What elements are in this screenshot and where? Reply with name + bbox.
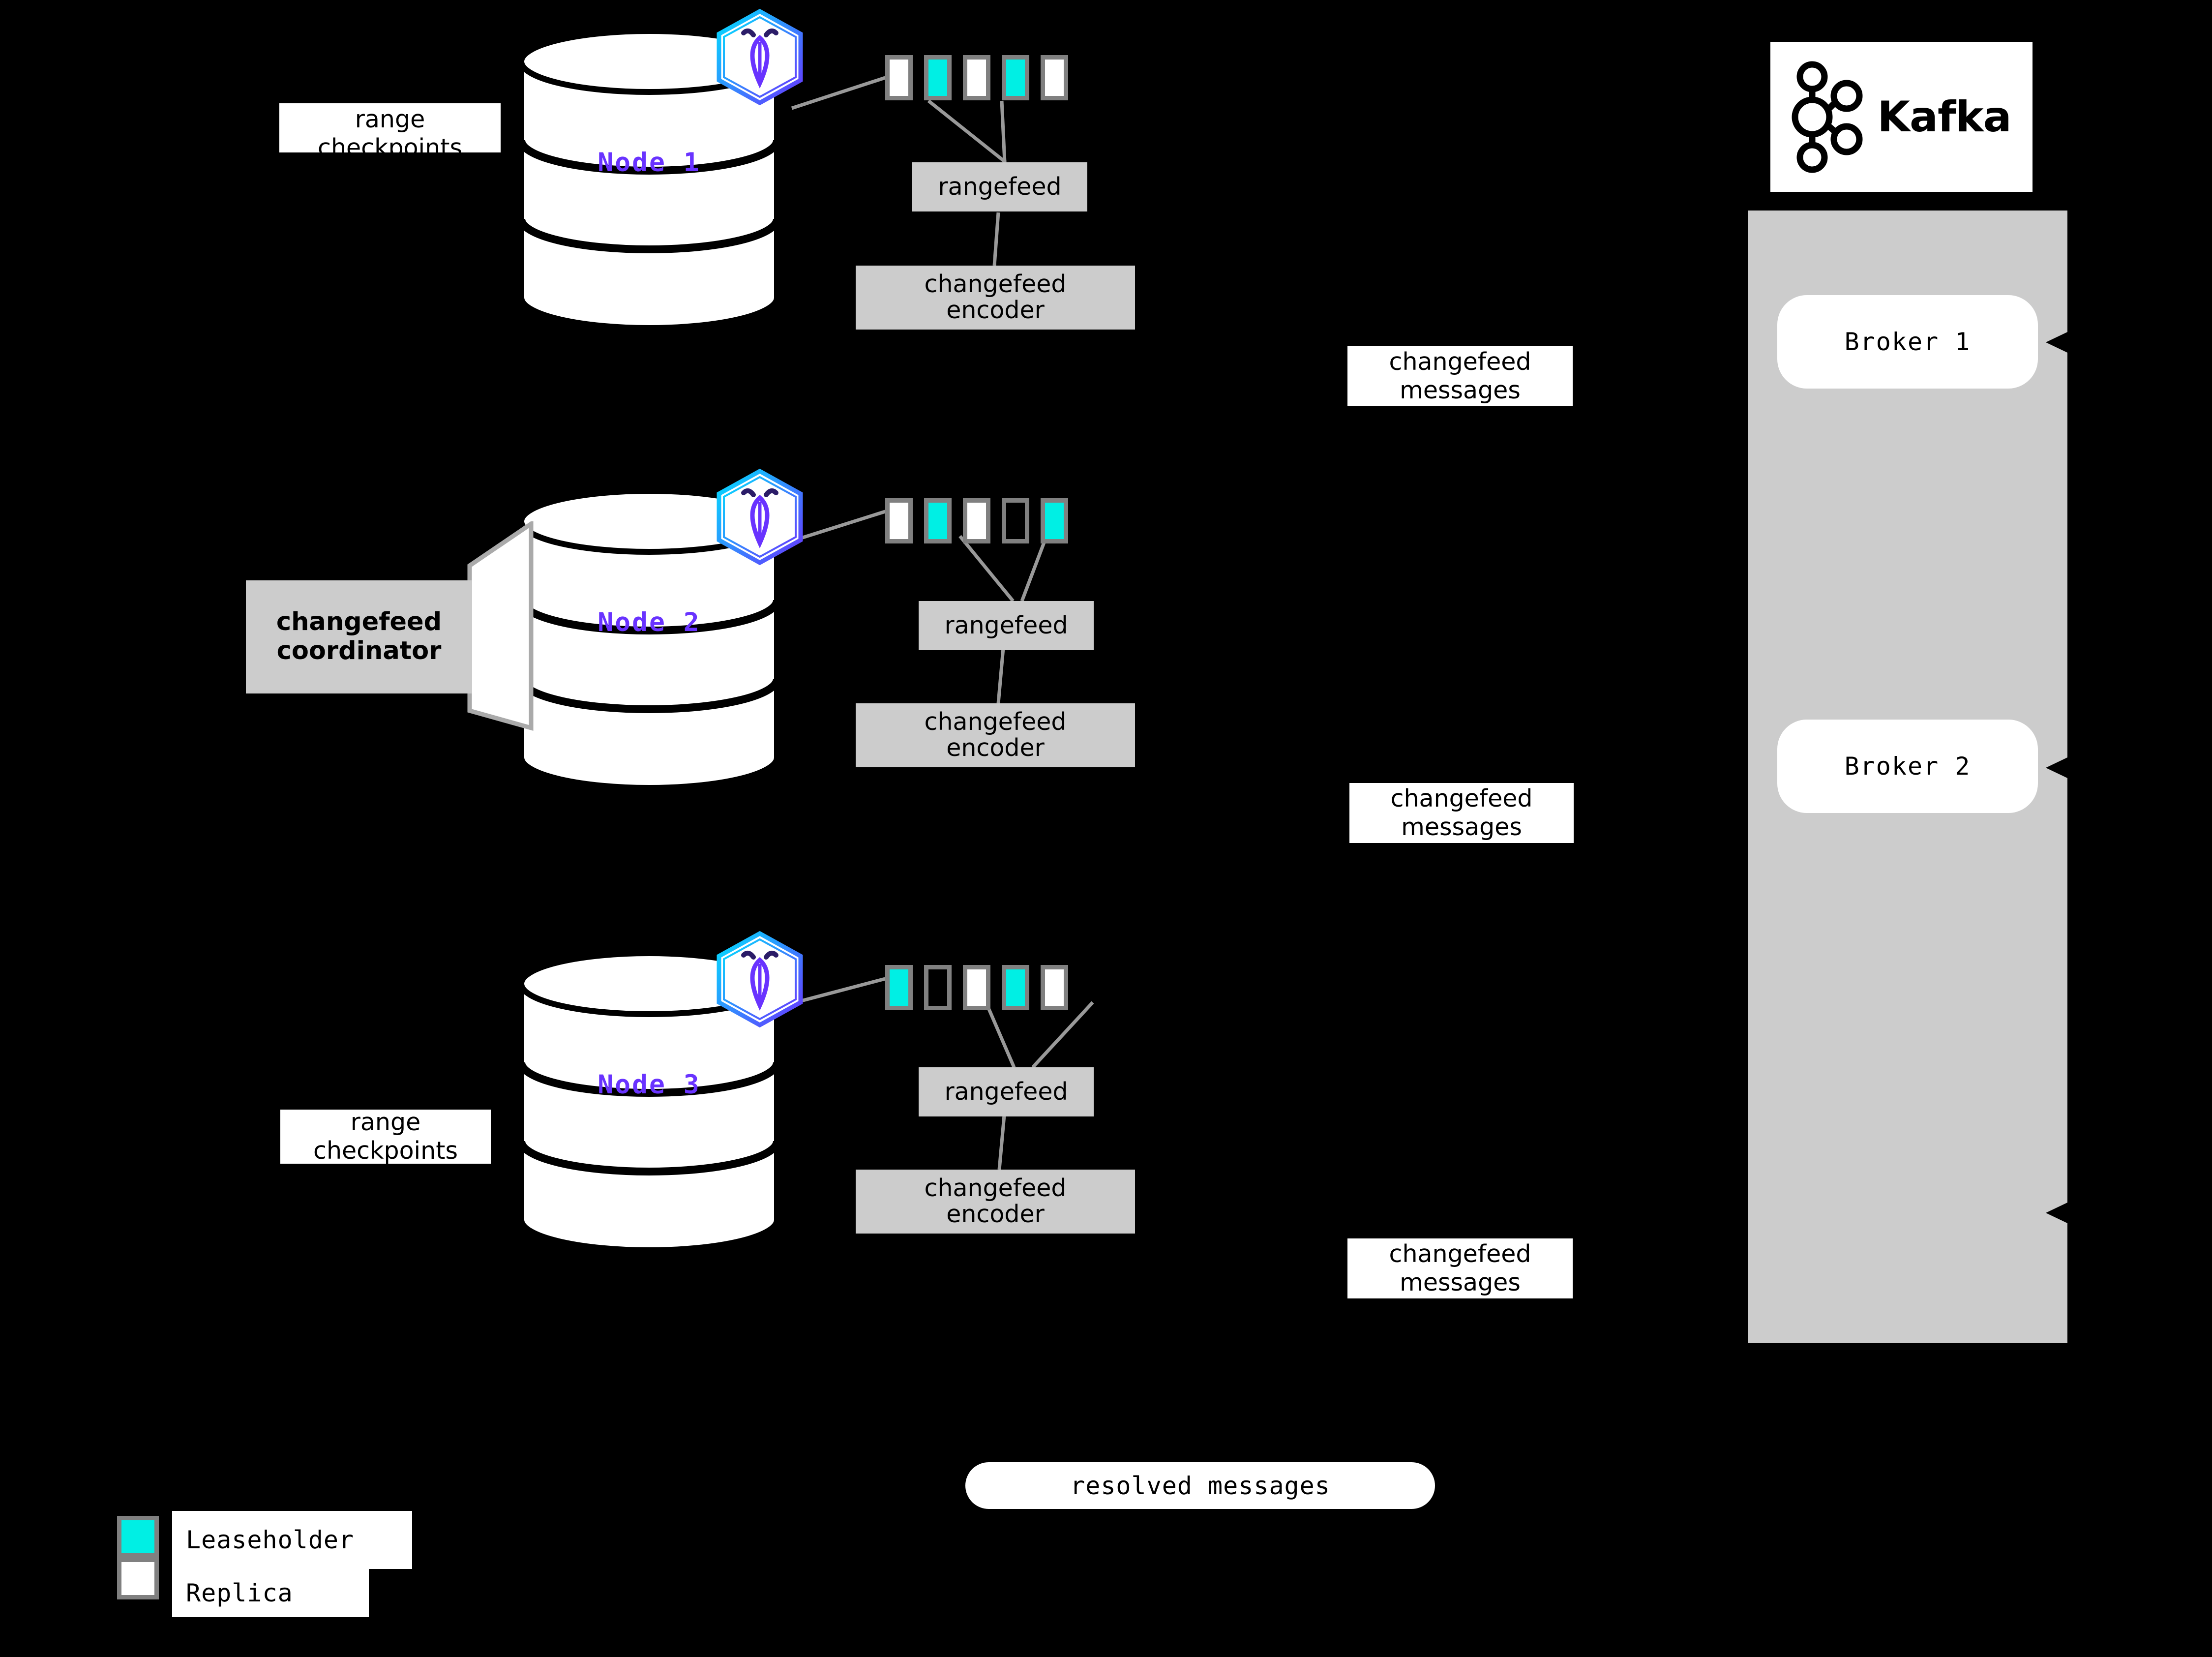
legend-swatch-leaseholder: [117, 1516, 159, 1558]
node-3-database-cylinder: [517, 950, 781, 1253]
cockroachdb-hexagon-logo: [717, 931, 803, 1028]
changefeed-messages-label-3: changefeed messages: [1347, 1238, 1573, 1298]
broker-1-box[interactable]: Broker 1: [1777, 295, 2038, 389]
node-2-group: Node 2: [516, 468, 803, 792]
range-box[interactable]: [1002, 965, 1029, 1010]
node-2-rangefeed-box[interactable]: rangefeed: [919, 601, 1094, 650]
range-box[interactable]: [963, 965, 990, 1010]
node-3-label: Node 3: [598, 1070, 701, 1100]
legend-label-leaseholder: Leaseholder: [172, 1511, 412, 1569]
node-1-group: Node 1: [516, 8, 803, 332]
node-2-label: Node 2: [598, 607, 701, 637]
node-1-database-cylinder: [517, 28, 781, 331]
range-box[interactable]: [1041, 965, 1068, 1010]
node-2-database-cylinder: [517, 488, 781, 791]
range-box[interactable]: [1002, 498, 1029, 543]
range-box[interactable]: [963, 498, 990, 543]
cockroachdb-hexagon-logo: [717, 8, 803, 106]
kafka-logo: [1792, 61, 1863, 173]
broker-2-box[interactable]: Broker 2: [1777, 720, 2038, 813]
kafka-logo-box: Kafka: [1770, 42, 2033, 192]
node-1-range-checkpoints-label: range checkpoints: [279, 103, 501, 162]
range-box[interactable]: [1041, 498, 1068, 543]
range-box[interactable]: [924, 965, 952, 1010]
changefeed-messages-label-2: changefeed messages: [1349, 783, 1574, 843]
node-3-range-row: [885, 965, 1079, 1010]
node-2-changefeed-encoder-box[interactable]: changefeed encoder: [856, 703, 1135, 767]
range-box[interactable]: [924, 498, 952, 543]
node-1-range-row: [885, 55, 1079, 100]
node-3-changefeed-encoder-box[interactable]: changefeed encoder: [856, 1170, 1135, 1234]
range-box[interactable]: [885, 55, 913, 100]
resolved-messages-pill[interactable]: resolved messages: [965, 1462, 1435, 1509]
kafka-wordmark: Kafka: [1877, 92, 2011, 142]
range-box[interactable]: [885, 965, 913, 1010]
node-1-label: Node 1: [598, 148, 701, 178]
legend-label-replica: Replica: [172, 1569, 369, 1617]
changefeed-coordinator-box[interactable]: changefeed coordinator: [246, 580, 472, 693]
node-1-changefeed-encoder-box[interactable]: changefeed encoder: [856, 266, 1135, 330]
range-box[interactable]: [885, 498, 913, 543]
range-box[interactable]: [1041, 55, 1068, 100]
range-box[interactable]: [924, 55, 952, 100]
node-1-rangefeed-box[interactable]: rangefeed: [912, 162, 1087, 211]
node-3-group: Node 3: [516, 931, 803, 1254]
changefeed-messages-label-1: changefeed messages: [1347, 346, 1573, 406]
range-box[interactable]: [1002, 55, 1029, 100]
legend-swatch-replica: [117, 1558, 159, 1599]
kafka-cluster-panel-lower: [1748, 850, 2067, 1343]
node-2-range-row: [885, 498, 1079, 543]
range-box[interactable]: [963, 55, 990, 100]
node-3-rangefeed-box[interactable]: rangefeed: [919, 1067, 1094, 1116]
cockroachdb-hexagon-logo: [717, 468, 803, 566]
node-3-range-checkpoints-label: range checkpoints: [280, 1108, 491, 1165]
